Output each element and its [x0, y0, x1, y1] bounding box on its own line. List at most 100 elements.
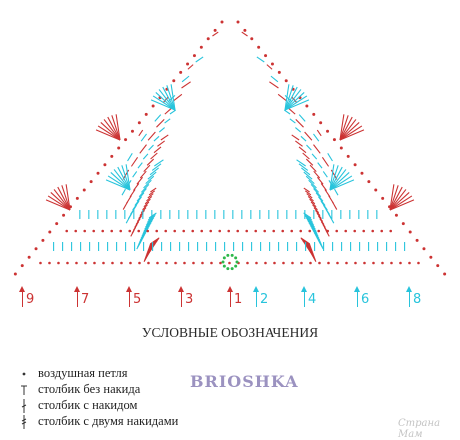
stitch-mark: [334, 188, 339, 196]
center-ring-dot: [235, 260, 239, 264]
chain-dot: [173, 229, 177, 233]
chain-dot: [66, 261, 69, 265]
stitch-mark: [313, 188, 322, 198]
fan-stitch: [284, 84, 290, 111]
chain-dot: [48, 261, 51, 265]
stitch-mark: [143, 179, 152, 189]
stitch-mark: [313, 144, 321, 154]
edge-dot: [277, 70, 281, 74]
edge-dot: [332, 138, 336, 142]
treble-crochet-icon: [21, 415, 27, 429]
stitch-mark: [310, 201, 317, 208]
center-ring-dot: [226, 267, 230, 271]
stitch-mark: [322, 171, 328, 178]
edge-dot: [27, 255, 31, 259]
center-ring-dot: [230, 267, 234, 271]
edge-dot: [250, 37, 254, 41]
edge-dot: [13, 272, 17, 276]
chain-dot: [246, 261, 249, 265]
edge-dot: [41, 238, 45, 242]
fan-stitch: [284, 99, 310, 111]
fan-stitch: [103, 119, 121, 141]
stitch-mark: [157, 140, 165, 147]
fan-stitch: [339, 114, 345, 141]
chain-dot: [345, 261, 348, 265]
fan-stitch: [329, 165, 339, 191]
fan-stitch: [389, 184, 395, 211]
chain-dot: [137, 229, 141, 233]
fan-stitch: [284, 95, 308, 111]
stitch-mark: [303, 187, 310, 193]
fan-stitch: [284, 86, 298, 111]
stitch-mark: [195, 56, 204, 63]
fan-stitch: [65, 184, 71, 211]
stitch-mark: [146, 158, 155, 166]
stitch-mark: [317, 215, 324, 222]
edge-dot: [89, 180, 93, 184]
edge-dot: [415, 238, 419, 242]
row-number: 8: [413, 292, 422, 307]
chain-dot: [255, 261, 258, 265]
chain-dot: [227, 229, 231, 233]
fan-stitch: [53, 189, 71, 211]
fan-stitch: [152, 95, 176, 111]
fan-stitch: [121, 165, 131, 191]
arrow-up-icon: [405, 286, 412, 307]
chain-dot: [83, 229, 87, 233]
center-ring-dot: [222, 264, 226, 268]
fan-stitch: [113, 169, 131, 191]
chain-dot: [165, 261, 168, 265]
stitch-mark: [139, 170, 147, 179]
stitch-mark: [291, 96, 298, 103]
fan-stitch: [389, 195, 413, 211]
stitch-mark: [316, 212, 322, 219]
stitch-mark: [147, 215, 156, 223]
chain-dot: [210, 261, 213, 265]
stitch-mark: [306, 144, 312, 151]
chain-dot: [290, 229, 294, 233]
chain-dot: [399, 261, 402, 265]
stitch-mark: [309, 198, 316, 205]
stitch-mark: [121, 188, 126, 196]
chain-dot: [174, 261, 177, 265]
fan-stitch: [107, 175, 131, 191]
fan-stitch: [329, 164, 335, 191]
chain-dot: [201, 261, 204, 265]
chain-dot: [110, 229, 114, 233]
chain-dot: [138, 261, 141, 265]
stitch-mark: [136, 176, 143, 185]
stitch-mark: [139, 210, 145, 217]
stitch-mark: [136, 215, 143, 222]
chain-dot: [417, 261, 420, 265]
chain-dot: [282, 261, 285, 265]
edge-dot: [96, 171, 100, 175]
fan-stitch: [97, 125, 121, 141]
stitch-mark: [303, 171, 313, 180]
fan-stitch: [284, 85, 294, 111]
fan-stitch: [107, 116, 121, 141]
chain-dot: [291, 261, 294, 265]
row-number: 1: [234, 292, 243, 307]
row-number: 3: [185, 292, 194, 307]
center-ring-dot: [222, 256, 226, 260]
chain-dot: [336, 261, 339, 265]
edge-dot: [186, 62, 190, 66]
double-crochet-icon: [21, 399, 27, 413]
chain-dot: [101, 229, 105, 233]
stitch-mark: [145, 220, 153, 228]
edge-dot: [408, 230, 412, 234]
edge-dot: [394, 213, 398, 217]
stitch-mark: [256, 56, 265, 63]
stitch-mark: [148, 144, 154, 151]
stitch-mark: [145, 175, 155, 185]
stitch-mark: [312, 204, 318, 211]
stitch-mark: [295, 127, 302, 133]
fan-stitch: [329, 172, 350, 191]
fan-stitch: [389, 185, 399, 211]
stitch-mark: [150, 152, 158, 160]
edge-dot: [144, 112, 148, 116]
fan-stitch: [162, 86, 176, 111]
chain-dot: [209, 229, 213, 233]
stitch-mark: [307, 195, 314, 202]
stitch-mark: [136, 240, 142, 250]
